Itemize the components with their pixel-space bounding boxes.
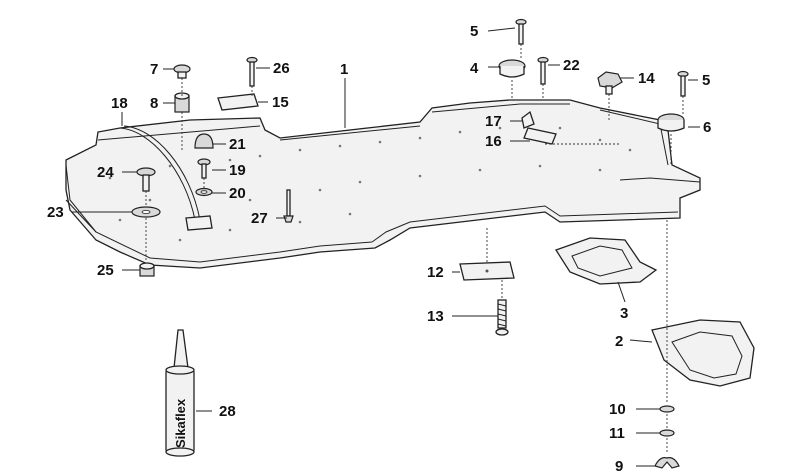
- part-11-washer: [659, 429, 675, 437]
- callout-3: 3: [620, 305, 628, 322]
- callout-5-right: 5: [702, 72, 710, 89]
- part-14-nut: [597, 71, 623, 95]
- callout-19: 19: [229, 162, 246, 179]
- callout-24: 24: [97, 164, 114, 181]
- callout-22: 22: [563, 57, 580, 74]
- callout-14: 14: [638, 70, 655, 87]
- callout-18: 18: [111, 95, 128, 112]
- part-4-plug: [498, 59, 526, 78]
- part-6-plug: [657, 113, 685, 132]
- callout-5-top: 5: [470, 23, 478, 40]
- part-3-heat-shield: [555, 237, 658, 285]
- callout-12: 12: [427, 264, 444, 281]
- callout-labels: 1 2 3 4 5 5 6 7 8 9 10 11 12 13 14 15 16…: [47, 23, 711, 473]
- leader-lines: [72, 27, 700, 467]
- part-20-washer: [195, 187, 213, 197]
- callout-25: 25: [97, 262, 114, 279]
- mounting-lines: [145, 44, 684, 454]
- part-10-washer: [659, 405, 675, 413]
- callout-16: 16: [485, 133, 502, 150]
- callout-13: 13: [427, 308, 444, 325]
- part-9-wing-nut: [654, 457, 680, 469]
- part-15-plate: [217, 93, 259, 111]
- part-7-cap: [173, 64, 191, 79]
- callout-15: 15: [272, 94, 289, 111]
- part-23-washer: [131, 206, 161, 218]
- callout-23: 23: [47, 204, 64, 221]
- part-5-screw-top: [515, 18, 527, 45]
- callout-7: 7: [150, 61, 158, 78]
- callout-21: 21: [229, 136, 246, 153]
- callout-6: 6: [703, 119, 711, 136]
- callout-17: 17: [485, 113, 502, 130]
- callout-1: 1: [340, 61, 348, 78]
- part-5-screw-right: [677, 70, 689, 97]
- callout-4: 4: [470, 60, 479, 77]
- callout-9: 9: [615, 458, 623, 473]
- tube-label-text: Sikaflex: [173, 398, 188, 448]
- support-strut: [119, 125, 213, 231]
- callout-11: 11: [609, 425, 625, 442]
- sikaflex-tube: Sikaflex: [165, 329, 195, 457]
- callout-27: 27: [251, 210, 268, 227]
- part-12-plate: [459, 261, 515, 281]
- part-26-screw: [246, 56, 258, 87]
- part-2-shield: [651, 319, 755, 387]
- callout-10: 10: [609, 401, 626, 418]
- callout-8: 8: [150, 95, 158, 112]
- callout-2: 2: [615, 333, 623, 350]
- part-21-dome: [194, 133, 214, 149]
- callout-28: 28: [219, 403, 236, 420]
- part-25-foot: [139, 262, 155, 277]
- callout-26: 26: [273, 60, 290, 77]
- part-16-17-bracket: [521, 110, 557, 145]
- part-13-screw: [495, 299, 509, 336]
- part-22-screw: [537, 56, 549, 85]
- callout-20: 20: [229, 185, 246, 202]
